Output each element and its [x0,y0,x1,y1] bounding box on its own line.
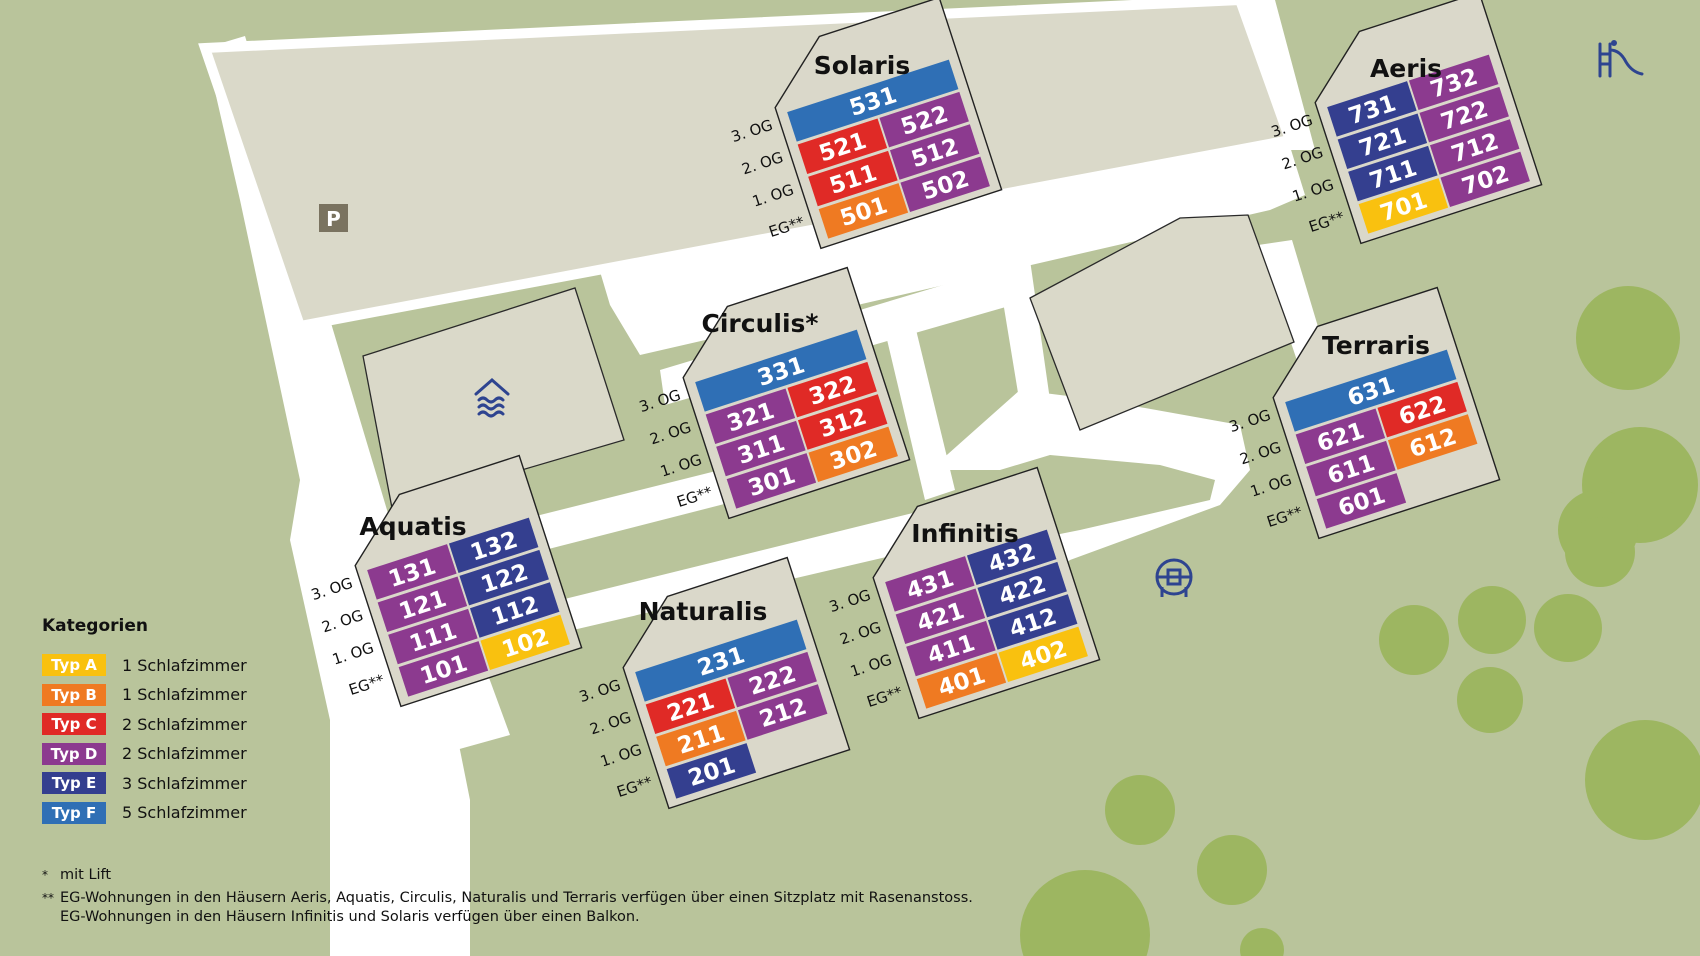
pool-area [362,287,625,509]
tree [1457,667,1523,733]
legend-item-typ-c: Typ C 2 Schlafzimmer [42,713,342,735]
house-title-solaris: Solaris [814,51,910,80]
central-path [520,510,938,640]
main-path [205,36,470,956]
plaza-path [930,390,1250,590]
tree [1576,286,1680,390]
footnote-eg: ** EG-Wohnungen in den Häusern Aeris, Aq… [42,889,1042,927]
house-title-aeris: Aeris [1370,54,1442,83]
legend-desc: 1 Schlafzimmer [122,655,247,675]
house-title-circulis: Circulis* [702,309,819,338]
playground-icon [1598,40,1644,78]
pool-icon [474,378,510,418]
legend-item-typ-a: Typ A 1 Schlafzimmer [42,654,342,676]
legend-chip: Typ D [42,742,106,765]
parking-sign-label: P [326,207,341,231]
footnotes: * mit Lift ** EG-Wohnungen in den Häuser… [42,866,1042,927]
tree [1379,605,1449,675]
footnote-text: mit Lift [60,867,112,883]
legend: Kategorien Typ A 1 Schlafzimmer Typ B 1 … [42,616,342,831]
house-title-naturalis: Naturalis [639,597,768,626]
tree [1240,928,1284,956]
tree [1458,586,1526,654]
legend-title: Kategorien [42,616,148,636]
legend-desc: 2 Schlafzimmer [122,744,247,763]
grill-icon [1155,558,1193,597]
tree [1105,775,1175,845]
legend-chip: Typ B [42,683,106,706]
legend-item-typ-b: Typ B 1 Schlafzimmer [42,683,342,706]
footnote-text: EG-Wohnungen in den Häusern Aeris, Aquat… [60,889,973,927]
right-vertical-path [1245,0,1315,150]
tree [1585,720,1700,840]
parking-field [1029,214,1295,431]
tree [1565,517,1635,587]
legend-chip: Typ E [42,772,106,794]
footnote-line: EG-Wohnungen in den Häusern Aeris, Aquat… [60,890,973,906]
legend-chip: Typ A [42,654,106,676]
legend-chip: Typ F [42,801,106,824]
legend-item-typ-e: Typ E 3 Schlafzimmer [42,772,342,794]
legend-desc: 5 Schlafzimmer [122,803,247,822]
footnote-mark: * [42,868,48,882]
footnote-mark: ** [42,891,54,905]
trees [1020,286,1700,956]
footnote-line: EG-Wohnungen in den Häusern Infinitis un… [60,909,640,925]
vertical-mid-path [880,305,955,500]
legend-desc: 3 Schlafzimmer [122,773,247,793]
unit-531[interactable]: 531 [787,59,959,142]
house-title-terraris: Terraris [1322,331,1430,360]
footnote-lift: * mit Lift [42,866,1042,885]
house-title-aquatis: Aquatis [359,512,466,541]
house-title-infinitis: Infinitis [911,519,1018,548]
parking-sign-icon: P [319,204,348,232]
unit-422[interactable]: 422 [977,561,1067,618]
parking-lot [205,0,1290,326]
unit-702[interactable]: 702 [1440,151,1530,208]
tree [1020,870,1150,956]
legend-chip: Typ C [42,713,106,735]
legend-item-typ-f: Typ F 5 Schlafzimmer [42,801,342,824]
vertical-mid-path-2 [997,260,1050,405]
legend-item-typ-d: Typ D 2 Schlafzimmer [42,742,342,765]
legend-desc: 2 Schlafzimmer [122,714,247,734]
tree [1197,835,1267,905]
tree [1534,594,1602,662]
legend-desc: 1 Schlafzimmer [122,685,247,704]
